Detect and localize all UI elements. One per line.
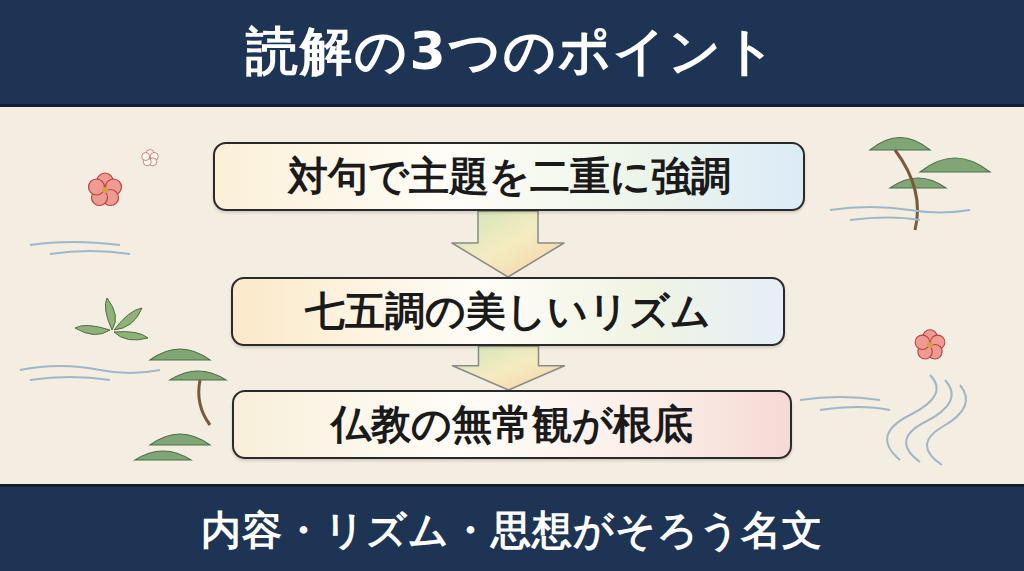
- caption: 内容・リズム・思想がそろう名文: [201, 503, 823, 558]
- caption-band: 内容・リズム・思想がそろう名文: [0, 484, 1024, 571]
- wave: [20, 207, 970, 465]
- box-label: 対句で主題を二重に強調: [288, 149, 731, 204]
- flow-arrow: [453, 346, 565, 390]
- title-band: 読解の3つのポイント: [0, 0, 1024, 107]
- bamboo-leaf: [75, 298, 148, 340]
- pine: [135, 138, 990, 461]
- title: 読解の3つのポイント: [246, 17, 777, 87]
- box-label: 七五調の美しいリズム: [305, 284, 711, 339]
- flow-arrow: [452, 211, 564, 277]
- process-box: 七五調の美しいリズム: [231, 277, 785, 346]
- process-box: 仏教の無常観が根底: [232, 390, 792, 459]
- process-box: 対句で主題を二重に強調: [213, 142, 805, 211]
- box-label: 仏教の無常観が根底: [331, 397, 693, 452]
